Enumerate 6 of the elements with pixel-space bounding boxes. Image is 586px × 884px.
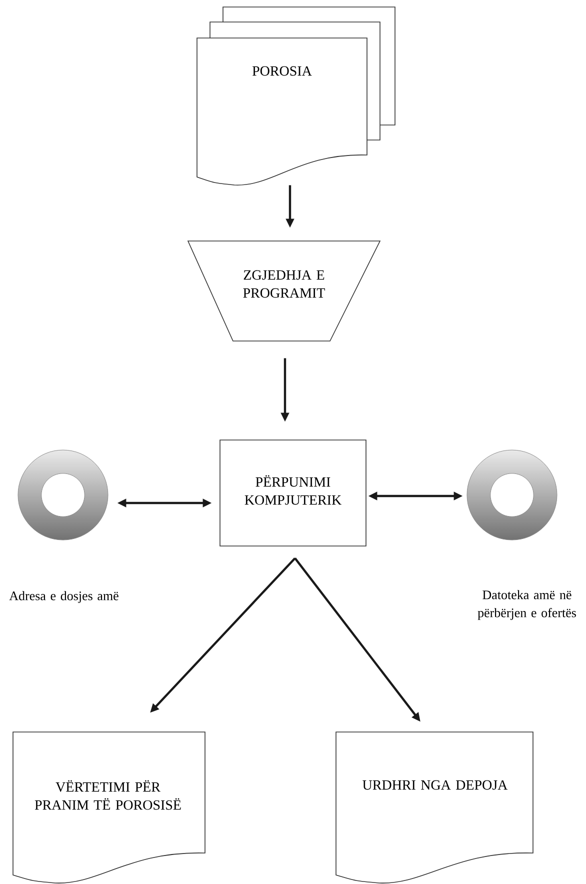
document-stack: POROSIA: [196, 6, 396, 186]
disk-icon: [466, 450, 558, 540]
disk-caption: Datoteka amë në përbërjen e ofertës: [478, 590, 576, 620]
disk-icon: [18, 450, 108, 540]
disk-caption: Adresa e dosjes amë: [9, 591, 118, 603]
process-box: PËRPUNIMI KOMPJUTERIK: [220, 440, 366, 546]
